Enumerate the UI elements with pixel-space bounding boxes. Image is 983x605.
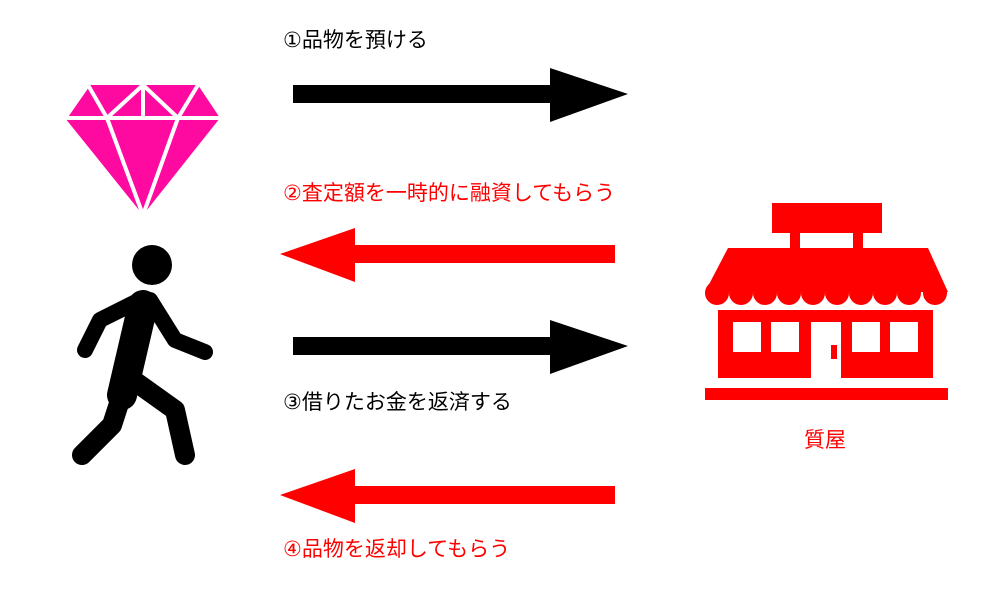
arrow-1-right — [293, 68, 628, 122]
step-3-label: ③借りたお金を返済する — [283, 390, 512, 414]
step-4-label: ④品物を返却してもらう — [283, 537, 511, 561]
step-2-label: ②査定額を一時的に融資してもらう — [283, 181, 616, 205]
shop-label: 質屋 — [804, 428, 846, 452]
arrow-3-right — [293, 320, 628, 374]
diamond-icon — [63, 82, 220, 221]
arrow-4-left — [280, 469, 615, 523]
arrow-2-left — [280, 228, 615, 282]
shop-icon — [705, 203, 948, 400]
step-1-label: ①品物を預ける — [283, 28, 428, 52]
walking-person-icon — [72, 245, 213, 465]
